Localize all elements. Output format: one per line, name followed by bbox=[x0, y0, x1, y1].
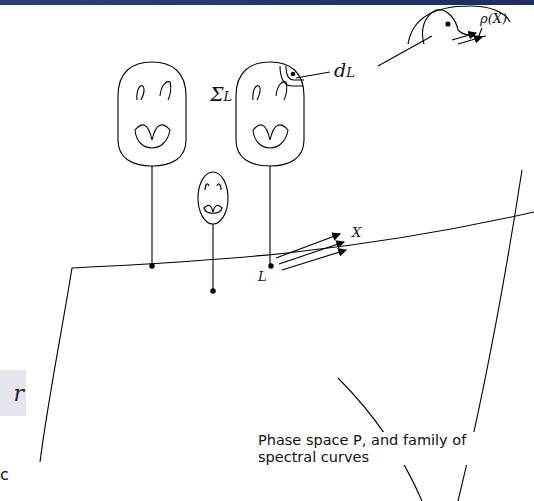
math-label: ΣL bbox=[210, 84, 232, 106]
math-label: X bbox=[352, 226, 361, 241]
zoom-inset bbox=[378, 6, 510, 66]
spectral-curve bbox=[118, 62, 186, 265]
spectral-curve bbox=[198, 172, 228, 290]
sheet-edge bbox=[40, 268, 72, 462]
tangent-arrows bbox=[276, 234, 346, 270]
math-label: c bbox=[0, 466, 9, 484]
spectral-curve bbox=[236, 62, 304, 264]
math-label: dL bbox=[334, 60, 355, 82]
caption-label: Phase space P, and family of spectral cu… bbox=[256, 432, 492, 465]
leader-line bbox=[296, 72, 330, 78]
side-box: r bbox=[0, 370, 26, 416]
sheet-edge bbox=[72, 212, 534, 268]
title-bar bbox=[0, 0, 534, 5]
math-label: ρ(X) bbox=[480, 12, 507, 27]
box-text: r bbox=[13, 381, 24, 406]
math-label: L bbox=[258, 270, 267, 285]
